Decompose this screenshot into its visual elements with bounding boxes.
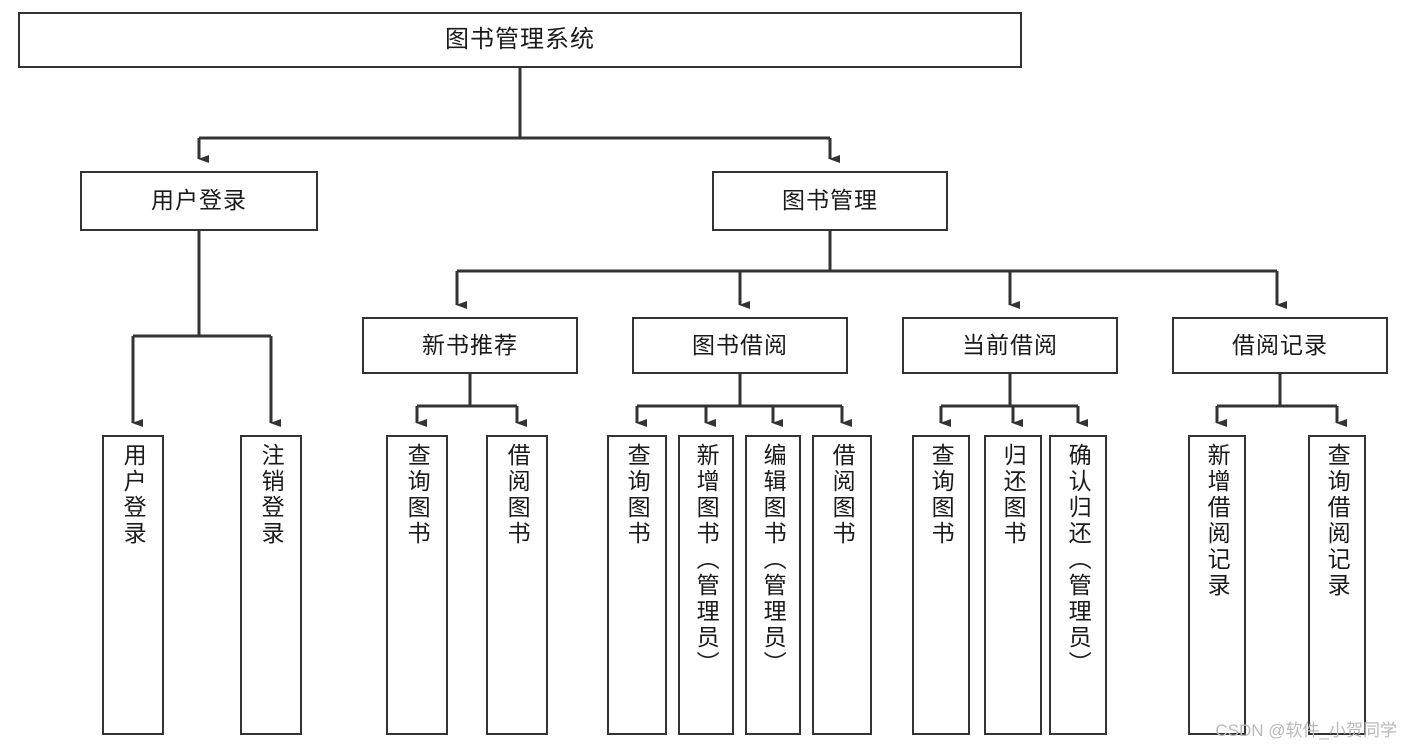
node-label: 确认归还（管理员） xyxy=(1065,443,1092,677)
node-root[interactable]: 图书管理系统 xyxy=(18,12,1022,68)
node-leaf-cur-3[interactable]: 确认归还（管理员） xyxy=(1049,435,1107,735)
node-leaf-bor-2[interactable]: 新增图书（管理员） xyxy=(678,435,734,735)
node-label: 编辑图书（管理员） xyxy=(760,443,787,677)
csdn-watermark: CSDN @软件_小贺同学 xyxy=(1215,721,1397,740)
node-login[interactable]: 用户登录 xyxy=(80,171,318,231)
node-label: 新增借阅记录 xyxy=(1204,443,1231,599)
node-label: 注销登录 xyxy=(258,443,285,547)
node-label: 新书推荐 xyxy=(422,331,518,358)
node-newbook[interactable]: 新书推荐 xyxy=(362,317,578,374)
node-label: 新增图书（管理员） xyxy=(693,443,720,677)
node-leaf-bor-4[interactable]: 借阅图书 xyxy=(812,435,872,735)
node-label: 图书管理 xyxy=(782,187,878,214)
node-leaf-bor-3[interactable]: 编辑图书（管理员） xyxy=(745,435,801,735)
node-label: 当前借阅 xyxy=(962,331,1058,358)
node-label: 借阅图书 xyxy=(504,443,531,547)
node-leaf-cur-2[interactable]: 归还图书 xyxy=(984,435,1042,735)
node-label: 借阅图书 xyxy=(829,443,856,547)
node-label: 查询图书 xyxy=(928,443,955,547)
node-label: 借阅记录 xyxy=(1232,331,1328,358)
node-label: 图书借阅 xyxy=(692,331,788,358)
node-label: 归还图书 xyxy=(1000,443,1027,547)
node-current[interactable]: 当前借阅 xyxy=(902,317,1118,374)
node-leaf-new-2[interactable]: 借阅图书 xyxy=(486,435,548,735)
node-label: 查询借阅记录 xyxy=(1324,443,1351,599)
node-leaf-bor-1[interactable]: 查询图书 xyxy=(607,435,667,735)
node-label: 查询图书 xyxy=(624,443,651,547)
node-leaf-login-2[interactable]: 注销登录 xyxy=(240,435,302,735)
node-leaf-new-1[interactable]: 查询图书 xyxy=(386,435,448,735)
node-bookmgmt[interactable]: 图书管理 xyxy=(712,171,948,231)
node-leaf-cur-1[interactable]: 查询图书 xyxy=(912,435,970,735)
node-leaf-rec-1[interactable]: 新增借阅记录 xyxy=(1188,435,1246,735)
node-label: 用户登录 xyxy=(151,187,247,214)
node-label: 图书管理系统 xyxy=(445,25,595,53)
node-leaf-login-1[interactable]: 用户登录 xyxy=(102,435,164,735)
node-label: 查询图书 xyxy=(404,443,431,547)
node-borrow[interactable]: 图书借阅 xyxy=(632,317,848,374)
node-label: 用户登录 xyxy=(120,443,147,547)
node-leaf-rec-2[interactable]: 查询借阅记录 xyxy=(1308,435,1366,735)
node-records[interactable]: 借阅记录 xyxy=(1172,317,1388,374)
